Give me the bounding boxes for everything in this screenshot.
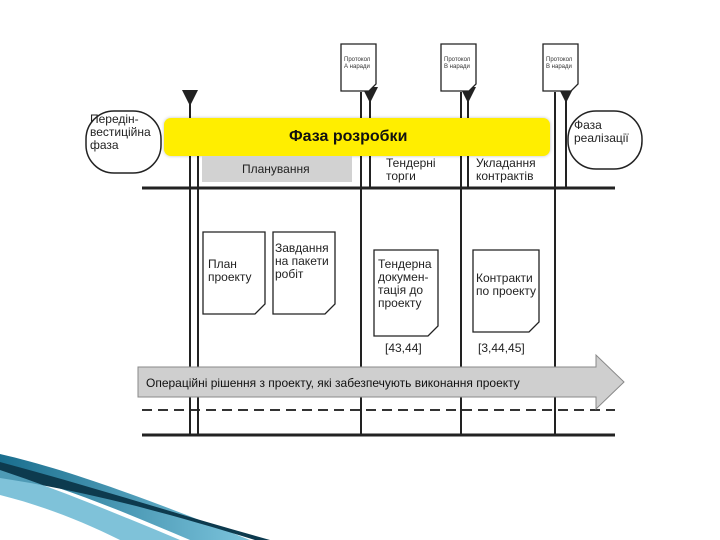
implementation-phase-label: Фаза реалізації [574,118,629,145]
contracting-label: Укладання контрактів [476,156,536,183]
protocol-label-2: Протокол В наради [444,57,471,70]
operations-arrow-label: Операційні рішення з проекту, які забезп… [146,376,520,390]
content-docs [202,231,540,337]
ref-tender: [43,44] [385,341,422,355]
pre-investment-phase-label: Передін- вестиційна фаза [90,112,151,152]
planning-label: Планування [242,162,310,176]
doc-tender-documentation: Тендерна докумен- тація до проекту [378,257,432,310]
protocol-docs [340,43,579,92]
implementation-phase-oval [567,110,643,170]
doc-work-packages: Завдання на пакети робіт [275,241,329,281]
tender-label: Тендерні торги [386,156,436,183]
ref-contracts: [3,44,45] [478,341,525,355]
doc-contracts: Контракти по проекту [476,271,537,298]
doc-project-plan: План проекту [208,257,252,284]
operations-arrow-shape [137,353,625,411]
protocol-label-1: Протокол А наради [344,57,371,70]
protocol-label-3: Протокол В наради [546,57,573,70]
decorative-wave [0,454,270,540]
pre-investment-phase-oval [85,110,162,174]
planning-box: Планування [202,156,352,182]
banner-title: Фаза розробки [289,128,408,145]
development-phase-banner: Фаза розробки [164,118,550,156]
